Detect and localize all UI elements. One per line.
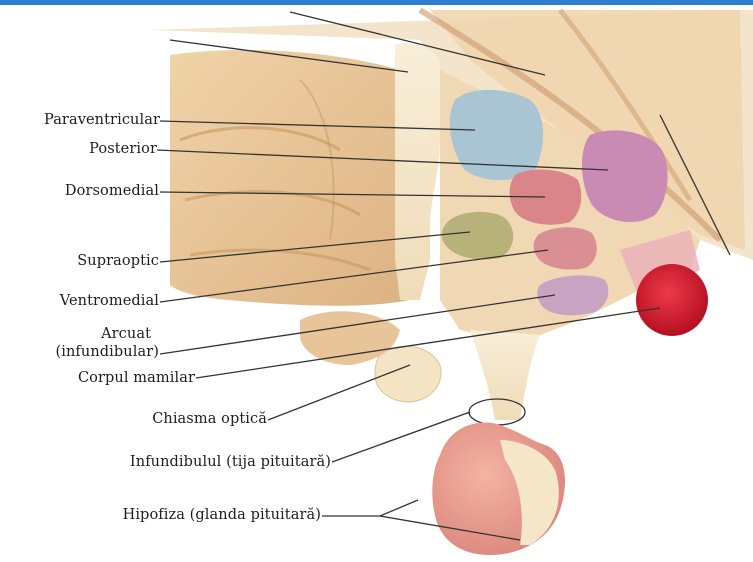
top-border [0,0,753,5]
ventricle-wall [395,43,440,300]
label-arcuat: Arcuat [10,326,151,343]
label-hipofiza: Hipofiza (glanda pituitară) [40,507,321,524]
label-dorsomedial: Dorsomedial [10,183,159,200]
thalamus-mass [170,50,410,306]
label-infundibulul: Infundibulul (tija pituitară) [60,454,331,471]
pituitary-stalk [470,330,540,420]
arcuat-nucleus [537,275,608,315]
label-posterior: Posterior [10,141,157,158]
label-ventromedial: Ventromedial [10,293,159,310]
label-paraventricular: Paraventricular [10,112,160,129]
mamillary-body [636,264,708,336]
label-supraoptic: Supraoptic [10,253,159,270]
label-arcuat-infundibular: (infundibular) [10,344,159,361]
label-corpul-mamilar: Corpul mamilar [10,370,195,387]
label-chiasma-optica: Chiasma optică [60,411,267,428]
